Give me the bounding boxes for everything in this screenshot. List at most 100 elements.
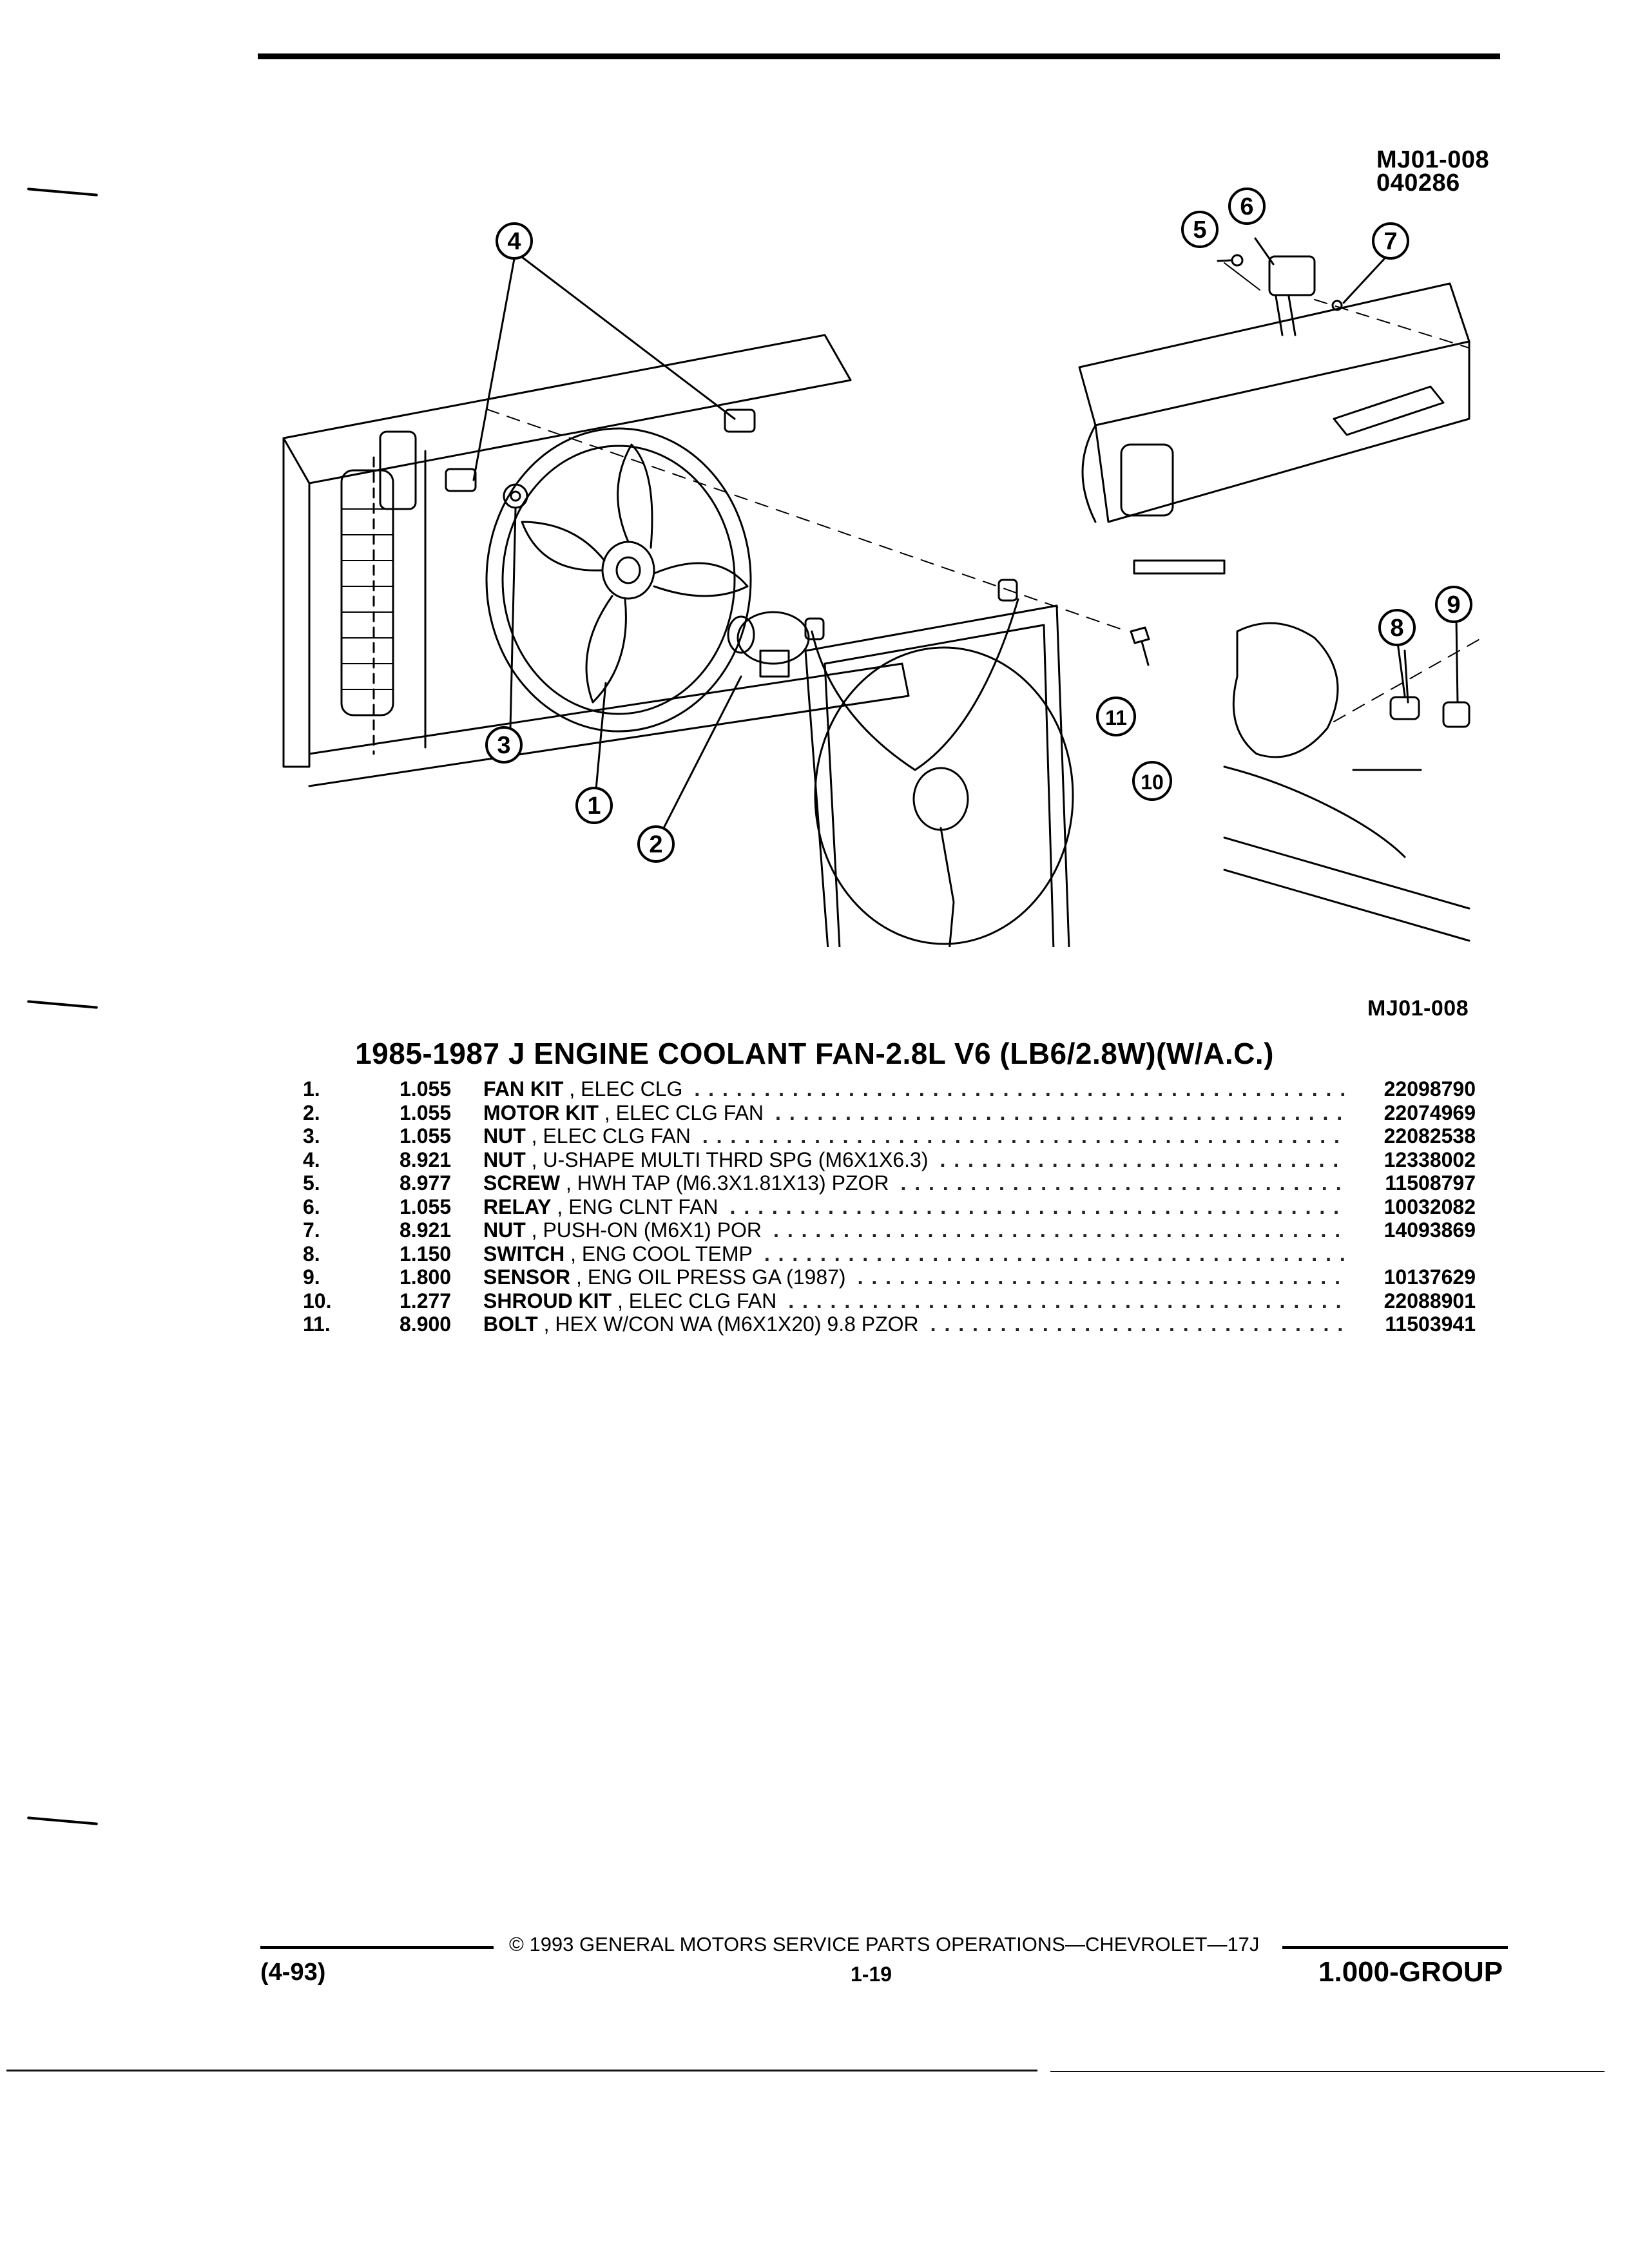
item-number: 8. bbox=[303, 1242, 320, 1265]
callout-6: 6 bbox=[1228, 187, 1266, 225]
margin-mark bbox=[27, 1000, 98, 1009]
item-number: 3. bbox=[303, 1124, 320, 1148]
level-code: 8.900 bbox=[400, 1312, 452, 1336]
part-name: SCREW bbox=[483, 1171, 561, 1195]
bottom-scan-rule bbox=[1050, 2071, 1605, 2072]
footer-rule-right bbox=[1282, 1946, 1508, 1949]
svg-text:4: 4 bbox=[507, 228, 521, 255]
svg-text:6: 6 bbox=[1240, 193, 1253, 220]
part-description: SCREW , HWH TAP (M6.3X1.81X13) PZOR . . .… bbox=[483, 1171, 1356, 1195]
sensor-9 bbox=[1442, 701, 1470, 728]
level-code: 1.055 bbox=[400, 1100, 452, 1124]
part-description: SWITCH , ENG COOL TEMP. . . . . . . . . … bbox=[483, 1242, 1356, 1265]
switch-8 bbox=[1389, 696, 1420, 720]
section-title: 1985-1987 J ENGINE COOLANT FAN-2.8L V6 (… bbox=[355, 1037, 1274, 1070]
part-qualifier: , HWH TAP (M6.3X1.81X13) PZOR bbox=[560, 1171, 889, 1195]
parts-row: 7. 8.921 NUT , PUSH-ON (M6X1) POR . . . . .… bbox=[303, 1218, 1476, 1242]
part-number: 22098790 bbox=[1383, 1077, 1476, 1100]
item-number: 10. bbox=[303, 1289, 332, 1312]
part-name: RELAY bbox=[483, 1195, 552, 1218]
svg-text:1: 1 bbox=[587, 793, 601, 820]
part-qualifier: , ELEC CLG bbox=[563, 1077, 683, 1100]
part-qualifier: , ELEC CLG FAN bbox=[525, 1124, 691, 1148]
dot-leader: . . . . . . . . . . . . . . . . . . . . … bbox=[775, 1100, 1345, 1124]
item-number: 2. bbox=[303, 1100, 320, 1124]
dot-leader: . . . . . . . . . . . . . . . . . . . . … bbox=[940, 1148, 1345, 1171]
part-qualifier: , PUSH-ON (M6X1) POR bbox=[525, 1218, 762, 1242]
level-code: 1.055 bbox=[400, 1124, 452, 1148]
u-nut-left bbox=[445, 468, 477, 492]
dot-leader: . . . . . . . . . . . . . . . . . . . . … bbox=[930, 1312, 1345, 1336]
callout-11: 11 bbox=[1096, 697, 1136, 736]
dot-leader: . . . . . . . . . . . . . . . . . . . . … bbox=[900, 1171, 1345, 1195]
level-code: 8.977 bbox=[400, 1171, 452, 1195]
part-description: MOTOR KIT , ELEC CLG FAN . . . . . . . . … bbox=[483, 1101, 1356, 1124]
part-qualifier: , ENG COOL TEMP bbox=[564, 1242, 753, 1265]
exploded-illustration: 1 2 3 4 5 6 7 8 9 10 11 bbox=[282, 187, 1482, 947]
item-number: 4. bbox=[303, 1148, 320, 1171]
parts-row: 2. 1.055 MOTOR KIT , ELEC CLG FAN . . . . .… bbox=[303, 1101, 1476, 1125]
part-qualifier: , ELEC CLG FAN bbox=[598, 1100, 764, 1124]
callout-3: 3 bbox=[485, 726, 523, 764]
group-label: 1.000-GROUP bbox=[1318, 1956, 1503, 1988]
parts-row: 3. 1.055 NUT , ELEC CLG FAN . . . . . . . .… bbox=[303, 1124, 1476, 1148]
dot-leader: . . . . . . . . . . . . . . . . . . . . … bbox=[694, 1077, 1345, 1100]
dot-leader: . . . . . . . . . . . . . . . . . . . . … bbox=[764, 1242, 1345, 1265]
svg-text:2: 2 bbox=[649, 831, 662, 858]
svg-text:3: 3 bbox=[497, 732, 510, 759]
dot-leader: . . . . . . . . . . . . . . . . . . . . … bbox=[729, 1195, 1345, 1218]
dot-leader: . . . . . . . . . . . . . . . . . . . . … bbox=[702, 1124, 1345, 1148]
part-qualifier: , ELEC CLG FAN bbox=[612, 1289, 777, 1312]
svg-text:7: 7 bbox=[1383, 228, 1397, 255]
part-description: NUT , U-SHAPE MULTI THRD SPG (M6X1X6.3).… bbox=[483, 1148, 1356, 1171]
part-qualifier: , ENG OIL PRESS GA (1987) bbox=[570, 1265, 846, 1289]
svg-text:5: 5 bbox=[1193, 216, 1206, 244]
svg-text:9: 9 bbox=[1447, 591, 1460, 619]
screw-5 bbox=[1231, 254, 1244, 267]
part-name: NUT bbox=[483, 1124, 526, 1148]
relay-6 bbox=[1268, 255, 1316, 296]
level-code: 8.921 bbox=[400, 1218, 452, 1242]
part-description: SENSOR , ENG OIL PRESS GA (1987). . . . … bbox=[483, 1265, 1356, 1289]
callout-10: 10 bbox=[1132, 761, 1172, 801]
part-name: NUT bbox=[483, 1218, 526, 1242]
margin-mark bbox=[27, 187, 98, 197]
figure-caption-code: MJ01-008 bbox=[1367, 996, 1469, 1021]
part-name: MOTOR KIT bbox=[483, 1100, 599, 1124]
margin-mark bbox=[27, 1816, 98, 1825]
top-rule bbox=[258, 53, 1500, 59]
part-qualifier: , ENG CLNT FAN bbox=[551, 1195, 718, 1218]
item-number: 7. bbox=[303, 1218, 320, 1242]
part-number: 14093869 bbox=[1383, 1218, 1476, 1242]
svg-text:11: 11 bbox=[1105, 706, 1127, 729]
part-name: NUT bbox=[483, 1148, 526, 1171]
part-number: 11503941 bbox=[1385, 1312, 1476, 1336]
callout-1: 1 bbox=[575, 787, 613, 824]
part-qualifier: , U-SHAPE MULTI THRD SPG (M6X1X6.3) bbox=[525, 1148, 929, 1171]
part-name: FAN KIT bbox=[483, 1077, 564, 1100]
callout-2: 2 bbox=[637, 825, 675, 863]
part-name: BOLT bbox=[483, 1312, 538, 1336]
part-name: SENSOR bbox=[483, 1265, 571, 1289]
svg-text:10: 10 bbox=[1141, 771, 1164, 794]
level-code: 1.277 bbox=[400, 1289, 452, 1312]
callout-8: 8 bbox=[1378, 609, 1416, 646]
part-number: 10032082 bbox=[1383, 1195, 1476, 1218]
footer-rule-left bbox=[260, 1946, 494, 1949]
part-description: NUT , ELEC CLG FAN . . . . . . . . . . . … bbox=[483, 1124, 1356, 1148]
shroud-10 bbox=[804, 604, 1070, 947]
part-description: RELAY , ENG CLNT FAN . . . . . . . . . . … bbox=[483, 1195, 1356, 1218]
bolt-11 bbox=[1130, 626, 1150, 666]
item-number: 1. bbox=[303, 1077, 320, 1100]
bottom-scan-rule bbox=[6, 2070, 1037, 2071]
dot-leader: . . . . . . . . . . . . . . . . . . . . … bbox=[773, 1218, 1345, 1242]
part-name: SHROUD KIT bbox=[483, 1289, 612, 1312]
page-number: 1-19 bbox=[851, 1963, 892, 1986]
part-description: BOLT , HEX W/CON WA (M6X1X20) 9.8 PZOR. … bbox=[483, 1312, 1356, 1336]
